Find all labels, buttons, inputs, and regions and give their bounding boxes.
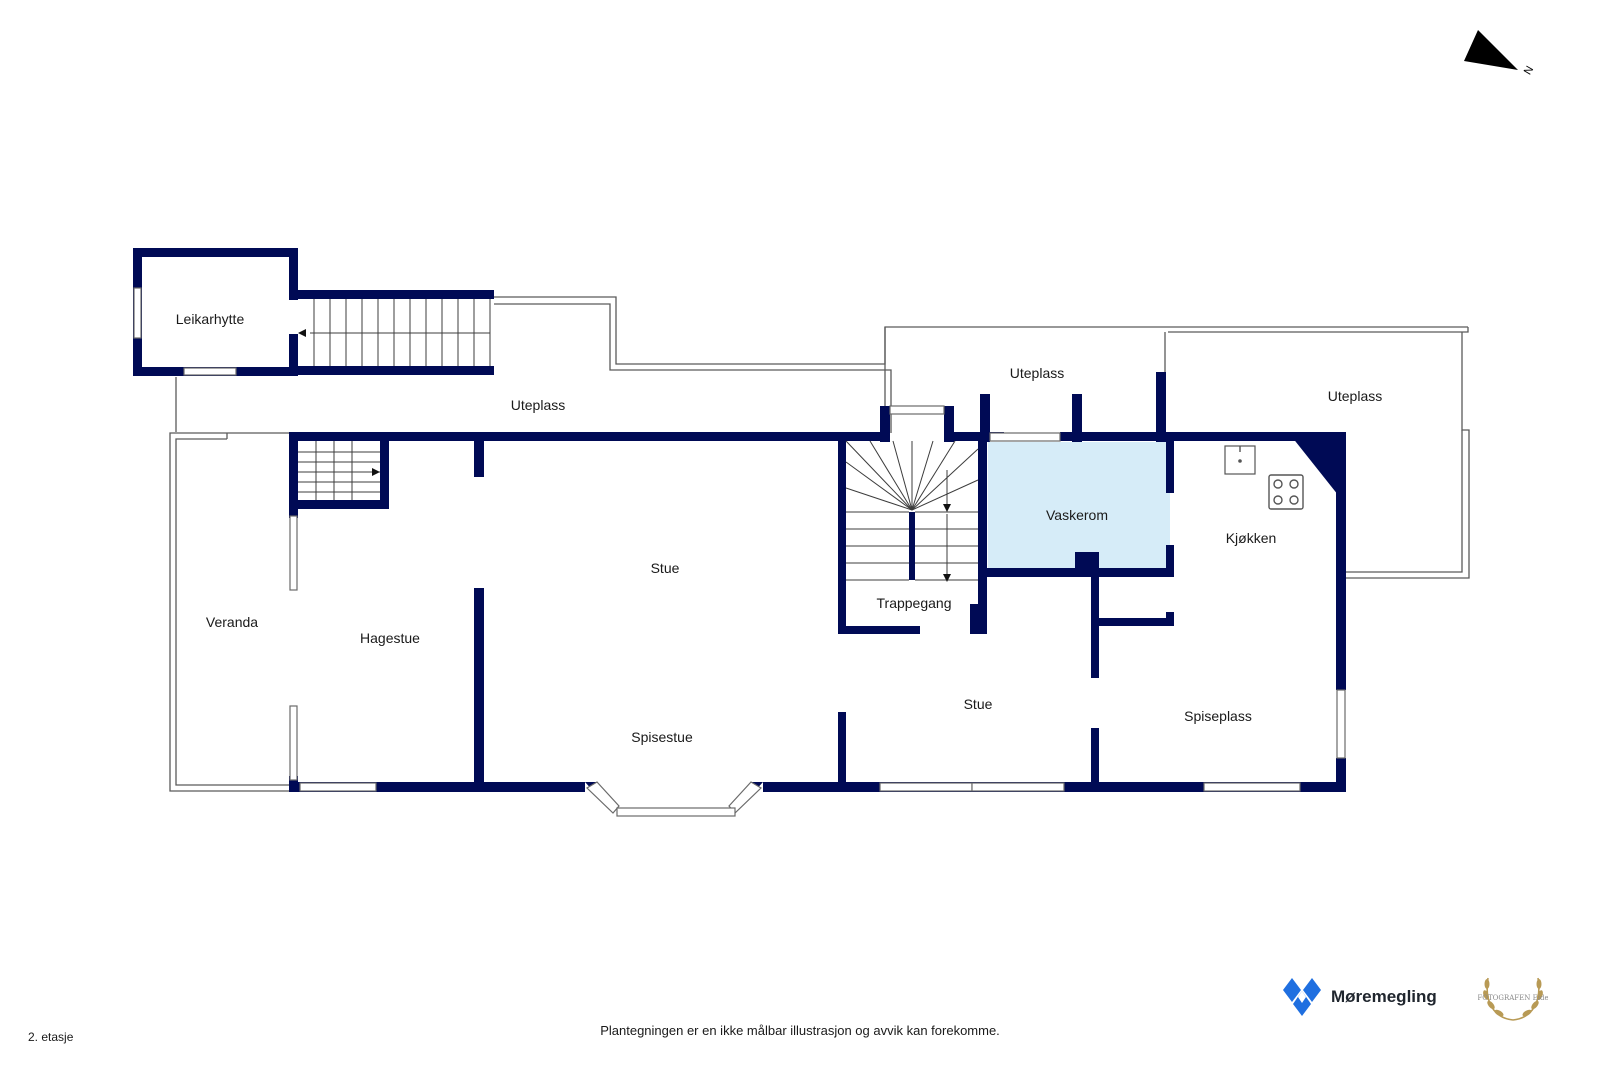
windows (133, 287, 1346, 817)
outdoor-outlines (169, 296, 1470, 792)
stair-arrow-icon (943, 574, 951, 582)
moremegling-logo-icon (1283, 978, 1321, 1016)
brand-logo: Møremegling (1281, 975, 1437, 1019)
hagestue-stairs (298, 441, 380, 500)
room-label-uteplass: Uteplass (1328, 388, 1382, 404)
room-label-uteplass: Uteplass (1010, 365, 1064, 381)
disclaimer-text: Plantegningen er en ikke målbar illustra… (600, 1023, 1000, 1038)
room-label-uteplass: Uteplass (511, 397, 565, 413)
room-label-leikarhytte: Leikarhytte (176, 311, 245, 327)
room-label-spiseplass: Spiseplass (1184, 708, 1252, 724)
room-label-spisestue: Spisestue (631, 729, 693, 745)
compass-letter: N (1522, 64, 1536, 77)
floor-name: 2. etasje (28, 1030, 74, 1044)
stair-arrow-icon (372, 468, 380, 476)
vaskerom-fill (988, 442, 1170, 568)
room-labels: Leikarhytte Uteplass Uteplass Uteplass V… (176, 311, 1382, 745)
room-label-stue: Stue (964, 696, 993, 712)
room-label-trappegang: Trappegang (877, 595, 952, 611)
room-label-veranda: Veranda (206, 614, 258, 630)
trappegang-stairs (845, 440, 979, 582)
stove-icon (1268, 474, 1304, 510)
walls (133, 248, 1346, 813)
brand-name: Møremegling (1331, 987, 1437, 1006)
north-arrow-icon: N (1464, 30, 1536, 77)
photographer-logo-text: FOTOGRAFEN Eide (1478, 994, 1548, 1002)
leikarhytte-stairs (298, 299, 491, 366)
room-label-hagestue: Hagestue (360, 630, 420, 646)
laurel-wreath-icon: FOTOGRAFEN Eide (1478, 977, 1548, 1021)
stair-arrow-icon (943, 504, 951, 512)
room-label-kjokken: Kjøkken (1226, 530, 1277, 546)
stair-arrow-icon (298, 329, 306, 337)
sink-icon (1224, 445, 1256, 475)
room-label-vaskerom: Vaskerom (1046, 507, 1108, 523)
room-label-stue: Stue (651, 560, 680, 576)
